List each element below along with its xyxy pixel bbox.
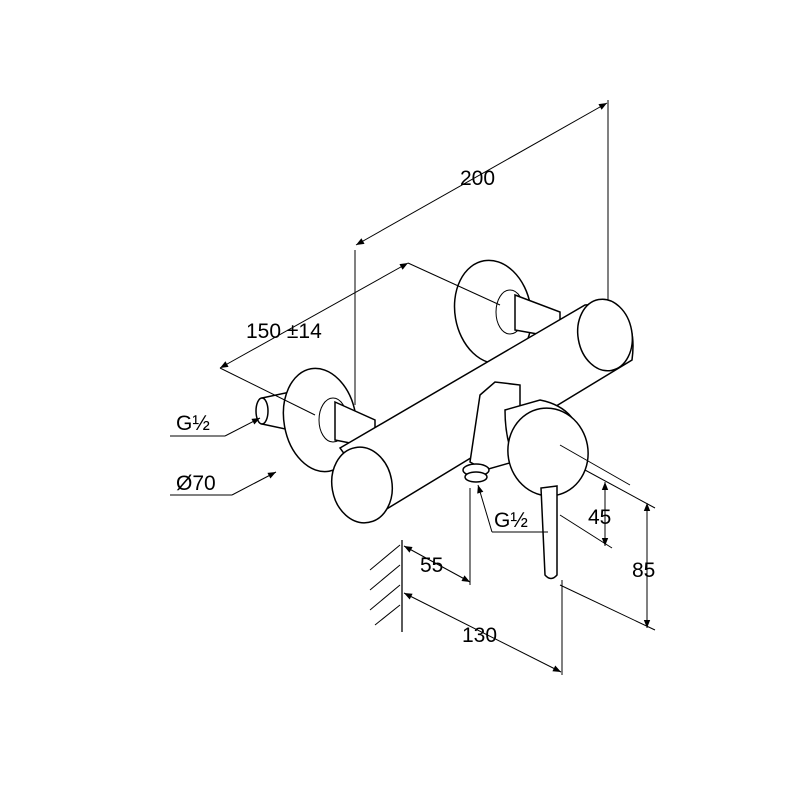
dimension-130 [403, 580, 563, 675]
wall-hatch [369, 540, 403, 632]
dimension-130-label: 130 [462, 624, 497, 647]
escutcheon-arrow [231, 471, 277, 496]
dimension-150 [219, 262, 501, 416]
outlet-thread-arrow [477, 484, 493, 533]
inlet-thread-label: G½ [176, 412, 210, 435]
inlet-thread-arrow [224, 417, 261, 437]
escutcheon-diameter-label: Ø70 [176, 472, 216, 495]
dimension-45-label: 45 [588, 506, 611, 529]
left-escutcheon [255, 367, 376, 473]
outlet-thread-label: G½ [494, 509, 528, 532]
lever-knob [504, 399, 589, 580]
dimension-85-label: 85 [632, 559, 655, 582]
dimension-85 [559, 469, 656, 631]
dimension-150-label: 150 ±14 [246, 320, 322, 343]
dimension-200-label: 200 [460, 167, 495, 190]
dimension-55-label: 55 [420, 554, 443, 577]
dimension-45 [559, 444, 631, 549]
dimension-55 [403, 488, 471, 585]
